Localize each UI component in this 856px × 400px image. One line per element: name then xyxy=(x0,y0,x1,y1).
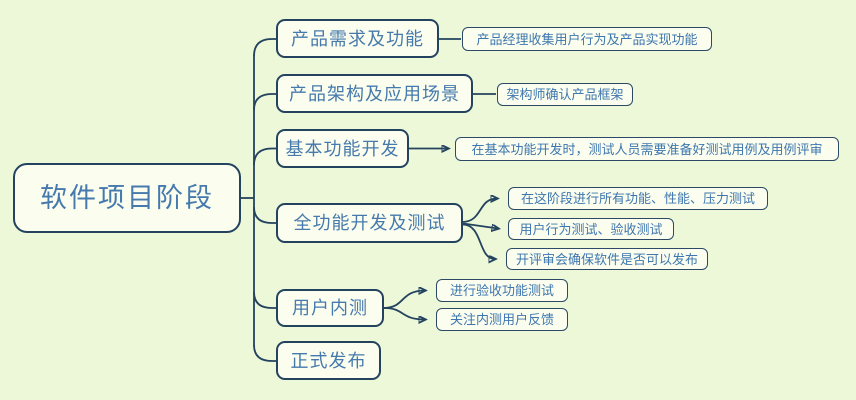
connector-branch-2 xyxy=(253,93,276,111)
node-branch-label: 产品需求及功能 xyxy=(291,28,424,49)
node-leaf-all-tests[interactable]: 在这阶段进行所有功能、性能、压力测试 xyxy=(508,187,768,210)
node-leaf-label: 用户行为测试、验收测试 xyxy=(519,221,663,237)
node-leaf-label: 关注内测用户反馈 xyxy=(449,312,554,327)
node-branch-full-dev-test[interactable]: 全功能开发及测试 xyxy=(276,203,463,243)
connector-leaf-4b xyxy=(462,222,498,229)
node-branch-label: 全功能开发及测试 xyxy=(293,213,446,233)
connector-leaf-4a xyxy=(462,199,497,223)
node-leaf-label: 在基本功能开发时，测试人员需要准备好测试用例及用例评审 xyxy=(471,141,823,157)
connector-branch-1 xyxy=(253,38,276,57)
node-leaf-label: 进行验收功能测试 xyxy=(449,283,554,298)
connector-branch-6 xyxy=(253,344,276,362)
node-leaf-beta-feedback[interactable]: 关注内测用户反馈 xyxy=(436,308,568,331)
node-leaf-user-behavior-test[interactable]: 用户行为测试、验收测试 xyxy=(508,218,674,240)
node-leaf-architect-confirm[interactable]: 架构师确认产品框架 xyxy=(497,83,633,106)
node-branch-basic-dev[interactable]: 基本功能开发 xyxy=(276,129,409,168)
node-branch-architecture[interactable]: 产品架构及应用场景 xyxy=(276,74,473,113)
node-leaf-label: 产品经理收集用户行为及产品实现功能 xyxy=(476,31,698,47)
node-branch-product-requirements[interactable]: 产品需求及功能 xyxy=(276,19,439,58)
node-leaf-label: 在这阶段进行所有功能、性能、压力测试 xyxy=(520,191,755,206)
node-branch-official-release[interactable]: 正式发布 xyxy=(276,341,381,380)
node-root[interactable]: 软件项目阶段 xyxy=(13,163,241,233)
connector-branch-4 xyxy=(253,206,276,224)
node-branch-label: 产品架构及应用场景 xyxy=(289,83,460,104)
node-leaf-review-meeting[interactable]: 开评审会确保软件是否可以发布 xyxy=(506,248,708,270)
node-leaf-label: 架构师确认产品框架 xyxy=(506,87,624,102)
connector-branch-5 xyxy=(253,291,276,309)
connector-leaf-5b xyxy=(383,307,425,320)
node-root-label: 软件项目阶段 xyxy=(40,182,214,213)
connector-branch-3 xyxy=(253,147,276,166)
node-branch-label: 用户内测 xyxy=(292,298,368,318)
node-branch-label: 基本功能开发 xyxy=(285,138,400,159)
node-leaf-pm-collect[interactable]: 产品经理收集用户行为及产品实现功能 xyxy=(462,27,712,51)
node-leaf-test-case-prep[interactable]: 在基本功能开发时，测试人员需要准备好测试用例及用例评审 xyxy=(455,137,839,161)
node-leaf-label: 开评审会确保软件是否可以发布 xyxy=(515,251,698,267)
node-leaf-acceptance-test[interactable]: 进行验收功能测试 xyxy=(436,279,568,302)
connector-leaf-4c xyxy=(462,223,495,260)
node-branch-user-beta[interactable]: 用户内测 xyxy=(276,289,384,327)
node-branch-label: 正式发布 xyxy=(290,350,367,371)
connector-leaf-5a xyxy=(383,291,425,309)
